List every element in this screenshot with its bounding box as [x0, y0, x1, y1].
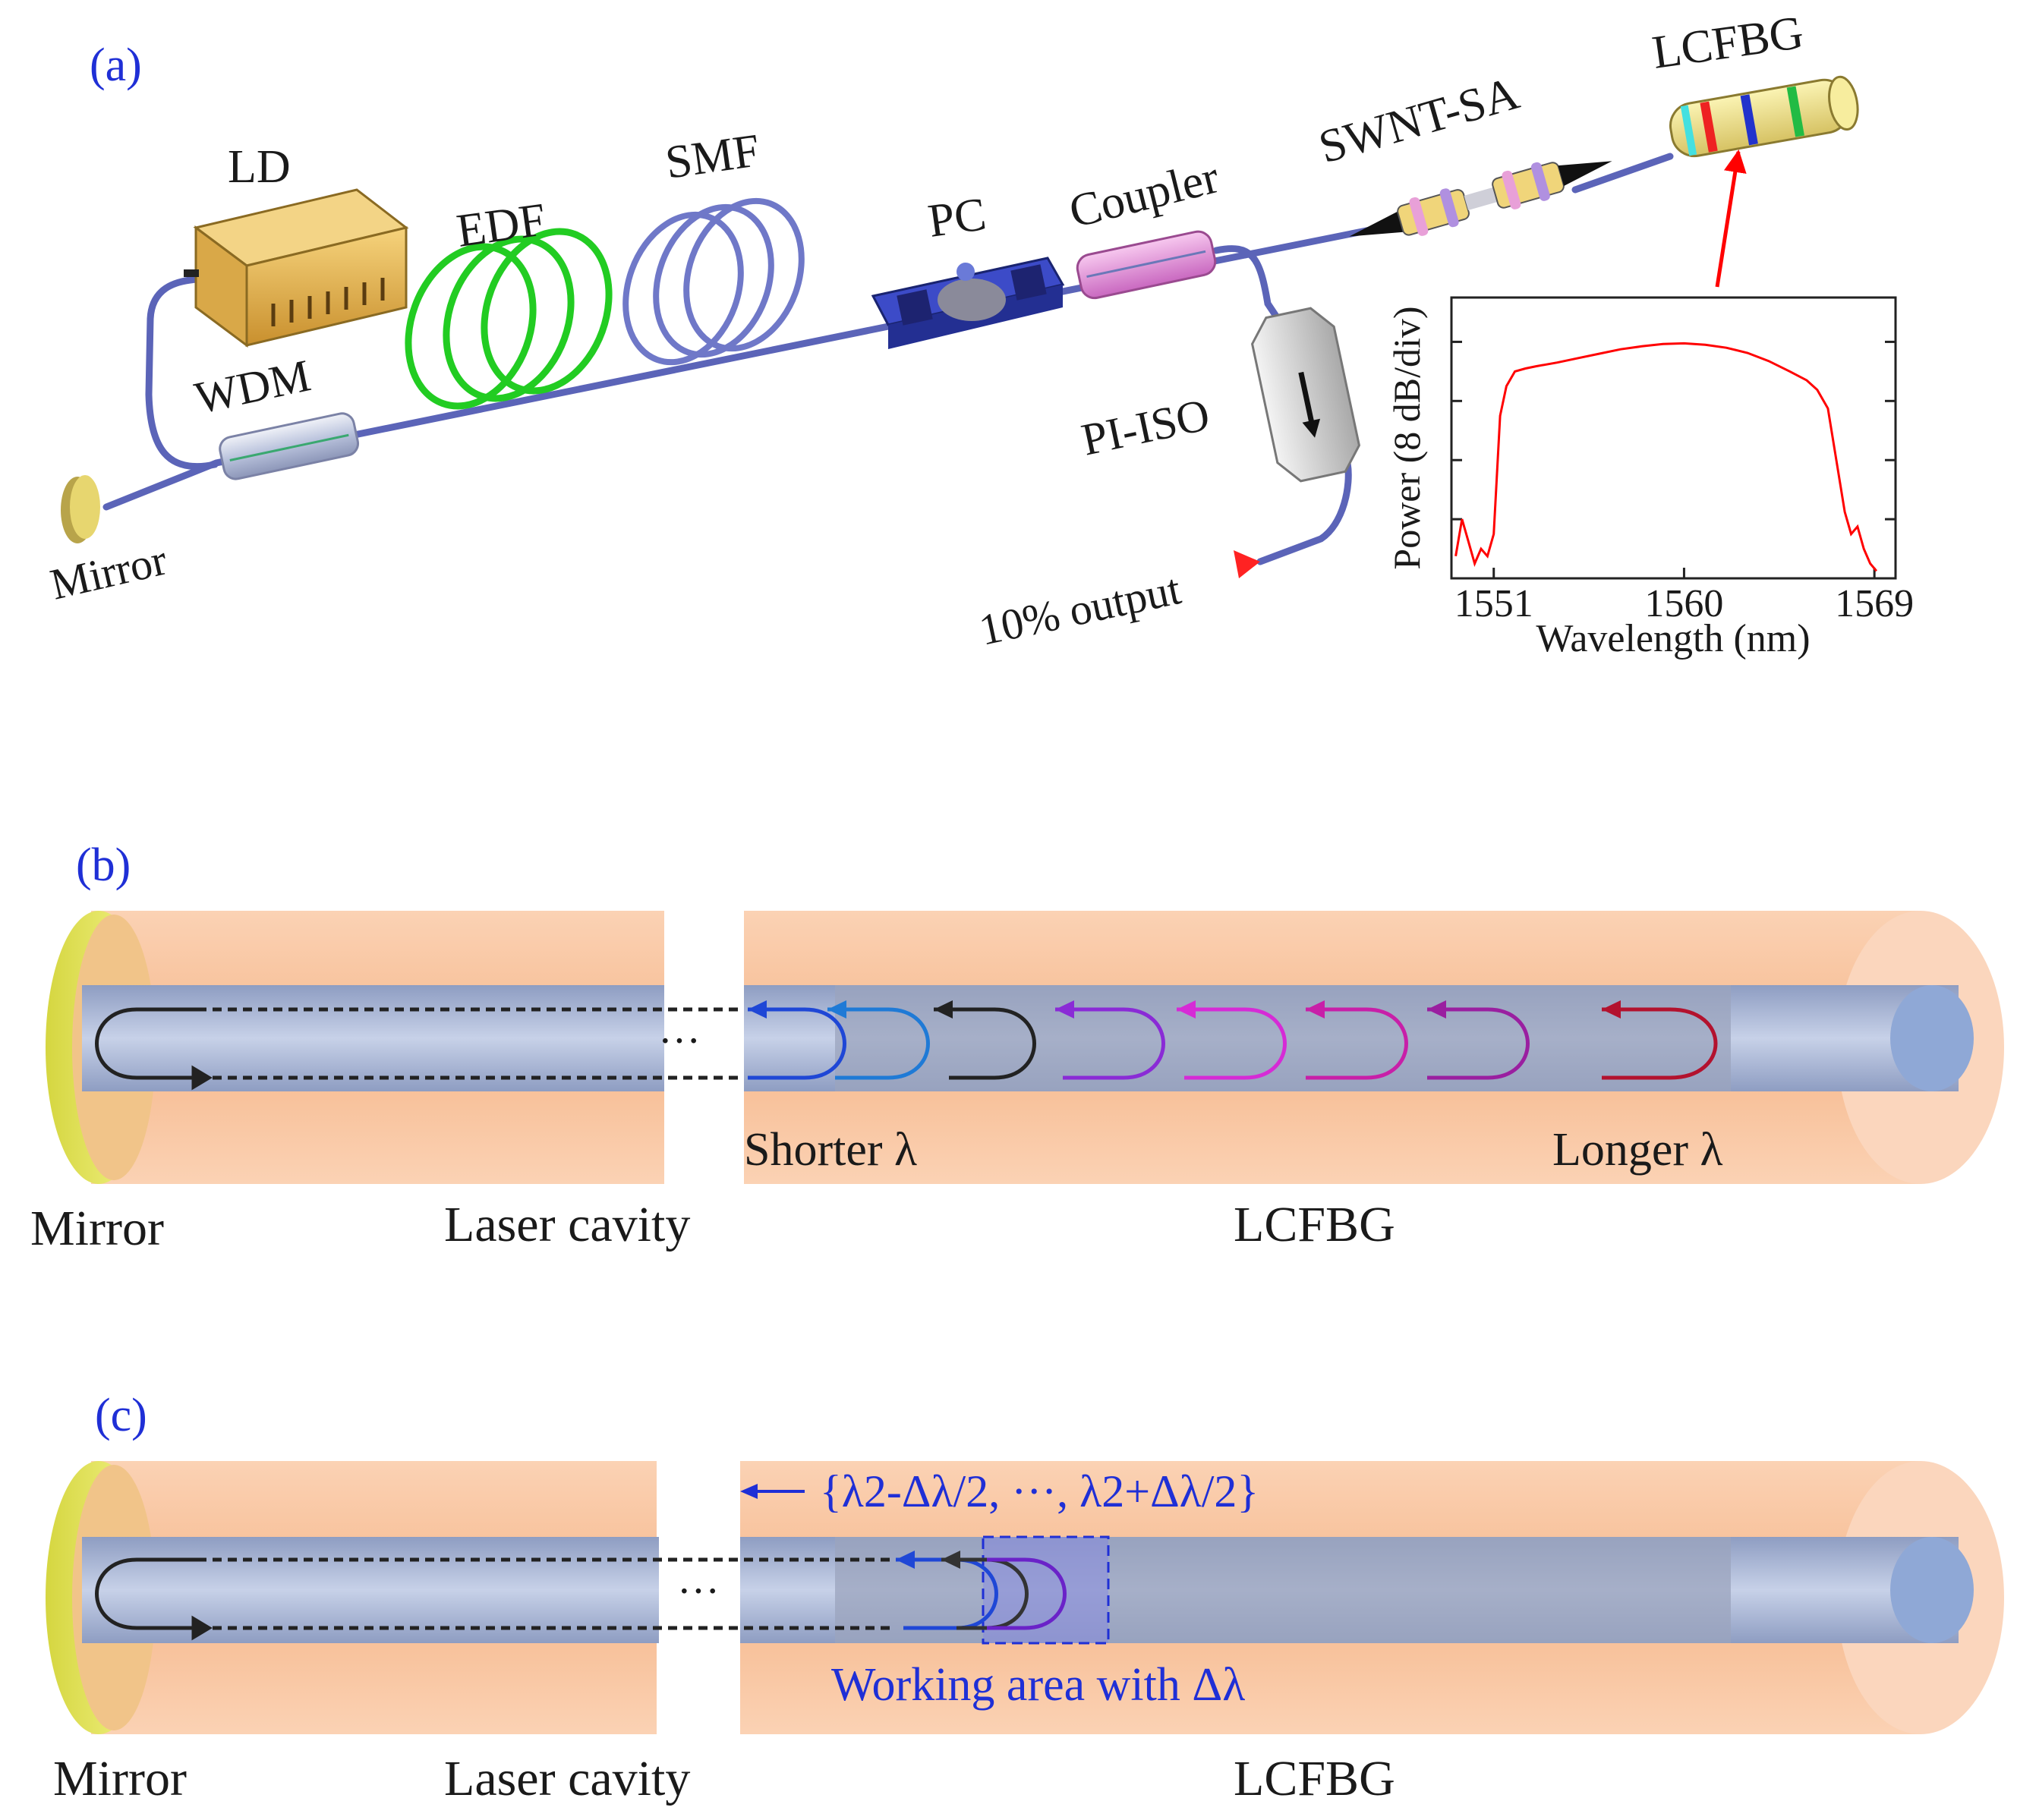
ld-component — [184, 188, 409, 348]
edf-label: EDF — [453, 194, 548, 257]
inset-xlabel: Wavelength (nm) — [1536, 617, 1810, 660]
cavity-b-label: Laser cavity — [444, 1197, 690, 1252]
inset-xtick-label: 1551 — [1454, 582, 1533, 625]
lcfbg-core-end-b — [1890, 985, 1974, 1091]
output-arrow-icon — [1234, 550, 1260, 578]
spectrum-series-line — [1454, 342, 1878, 572]
shorter-lambda-label: Shorter λ — [744, 1124, 917, 1176]
cavity-c-label: Laser cavity — [444, 1751, 690, 1806]
inset-xtick-label: 1569 — [1835, 582, 1914, 625]
spectrum-inset: 1551 1560 1569 Wavelength (nm) Power (8 … — [1385, 296, 1914, 660]
wdm-label: WDM — [191, 350, 315, 423]
lcfbg-a-label: LCFBG — [1649, 7, 1806, 79]
lcfbg-component — [1669, 75, 1859, 158]
inset-yticks — [1451, 340, 1896, 521]
pc-component — [871, 257, 1065, 349]
coupler-label: Coupler — [1064, 151, 1224, 238]
working-area-label: Working area with Δλ — [831, 1659, 1245, 1711]
wavelength-range-label: {λ2-Δλ/2, ···, λ2+Δλ/2} — [820, 1466, 1259, 1516]
loop-arrowheads-b — [748, 1000, 1621, 1019]
inset-ylabel: Power (8 dB/div) — [1385, 306, 1428, 569]
mirror-b-label: Mirror — [30, 1201, 164, 1256]
cavity-core-b — [82, 985, 664, 1091]
pi-iso-component — [1250, 307, 1361, 483]
panel-b: (b) ··· — [30, 839, 2004, 1256]
inset-frame — [1450, 296, 1897, 580]
output-label: 10% output — [975, 564, 1185, 655]
panel-c: (c) ··· {λ2-Δλ/2, ···, λ2+Δλ/2} Working … — [46, 1390, 2004, 1806]
panel-a-label: (a) — [90, 39, 142, 91]
grating-c — [835, 1537, 1731, 1643]
mirror-roundtrip-c — [95, 1557, 896, 1641]
ellipsis-c: ··· — [677, 1568, 720, 1615]
ellipsis-b: ··· — [658, 1018, 701, 1065]
pc-label: PC — [925, 188, 989, 247]
range-arrowhead-icon — [740, 1484, 758, 1499]
swnt-sa-label: SWNT-SA — [1313, 68, 1524, 174]
lcfbg-b-label: LCFBG — [1234, 1197, 1395, 1252]
reflection-loops-b — [748, 1007, 1718, 1080]
mirror-a-label: Mirror — [46, 535, 171, 609]
pi-iso-label: PI-ISO — [1077, 389, 1214, 465]
inset-xtick-label: 1560 — [1644, 582, 1723, 625]
panel-b-label: (b) — [76, 839, 131, 891]
inset-pointer-arrow — [1715, 150, 1747, 288]
coupler-component — [1076, 230, 1217, 300]
mirror-a — [61, 475, 100, 543]
ld-label: LD — [228, 141, 291, 193]
wdm-component — [219, 412, 360, 480]
cavity-core-c — [82, 1537, 659, 1643]
loop-arrowhead-c — [896, 1551, 915, 1569]
mirror-c-label: Mirror — [53, 1751, 187, 1806]
edf-coil — [405, 228, 613, 410]
lcfbg-c-label: LCFBG — [1234, 1751, 1395, 1806]
mirror-roundtrip-b — [95, 1007, 744, 1091]
loop-arrowhead-c — [941, 1551, 960, 1569]
swnt-sa-component — [1349, 161, 1612, 237]
reflection-loops-c — [896, 1557, 1067, 1630]
panel-a: (a) Mirror WDM — [46, 7, 1914, 660]
longer-lambda-label: Longer λ — [1552, 1124, 1723, 1176]
lcfbg-core-end-c — [1890, 1537, 1974, 1643]
smf-coil — [622, 197, 805, 366]
smf-label: SMF — [662, 124, 762, 189]
panel-c-label: (c) — [95, 1390, 147, 1441]
